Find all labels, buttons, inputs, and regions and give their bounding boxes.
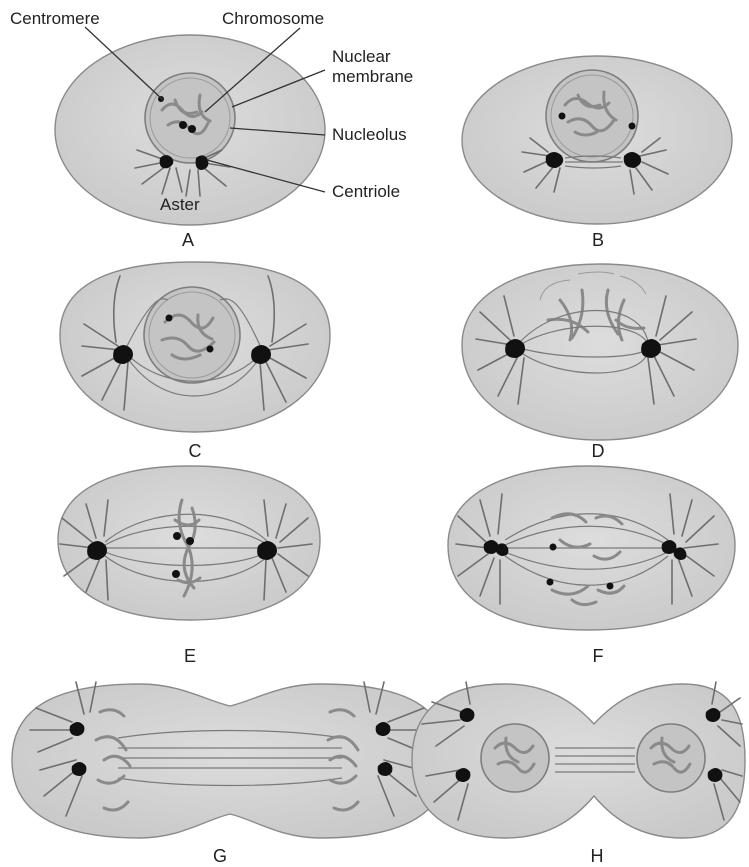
panel-e: E — [58, 466, 320, 666]
label-centromere: Centromere — [10, 9, 100, 28]
label-nuclear-line2: membrane — [332, 67, 413, 86]
nucleus-c — [144, 287, 240, 383]
panel-a: Centromere Chromosome Nuclear membrane N… — [10, 9, 413, 250]
nucleus-h1 — [481, 724, 549, 792]
panel-h: H — [412, 682, 745, 866]
panel-label-h: H — [591, 846, 604, 866]
panel-label-f: F — [593, 646, 604, 666]
panel-b: B — [462, 56, 732, 250]
panel-f: F — [448, 466, 735, 666]
panel-c: C — [60, 262, 330, 461]
nucleus-h2 — [637, 724, 705, 792]
cell-d — [462, 264, 738, 440]
panel-label-d: D — [592, 441, 605, 461]
panel-label-c: C — [189, 441, 202, 461]
panel-label-e: E — [184, 646, 196, 666]
panel-g: G — [12, 682, 448, 866]
label-chromosome: Chromosome — [222, 9, 324, 28]
label-centriole: Centriole — [332, 182, 400, 201]
label-aster: Aster — [160, 195, 200, 214]
cell-g — [12, 684, 448, 838]
label-nuclear-line1: Nuclear — [332, 47, 391, 66]
panel-label-b: B — [592, 230, 604, 250]
label-nucleolus: Nucleolus — [332, 125, 407, 144]
panel-label-g: G — [213, 846, 227, 866]
panel-d: D — [462, 264, 738, 461]
panel-label-a: A — [182, 230, 194, 250]
